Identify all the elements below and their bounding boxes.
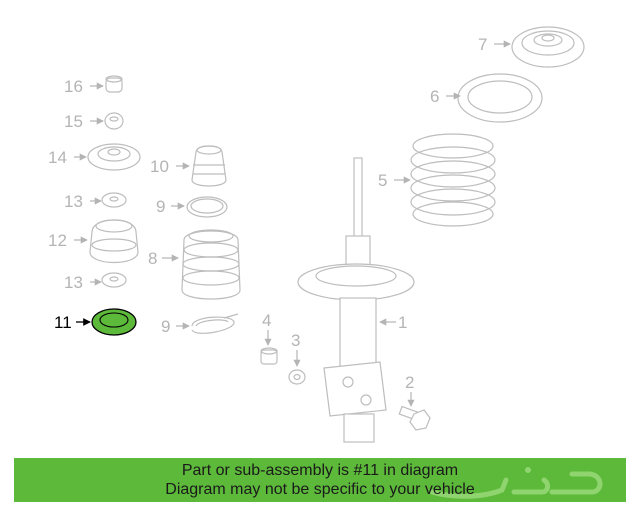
banner-line-1: Part or sub-assembly is #11 in diagram — [181, 462, 459, 479]
banner-line-2: Diagram may not be specific to your vehi… — [165, 481, 475, 498]
part-3-washer — [288, 369, 306, 385]
part-16-nut — [105, 75, 123, 93]
callout-11[interactable]: 11 — [54, 313, 72, 332]
callout-14[interactable]: 14 — [48, 148, 67, 167]
part-7-strut-mount — [511, 26, 585, 68]
callout-1[interactable]: 1 — [398, 313, 407, 332]
part-15-washer — [104, 112, 124, 130]
part-5-coil-spring — [410, 133, 496, 227]
callout-9-lower[interactable]: 9 — [161, 317, 170, 336]
callout-5[interactable]: 5 — [378, 171, 387, 190]
part-10-bump-stop — [191, 145, 227, 187]
callout-9-upper[interactable]: 9 — [156, 197, 165, 216]
part-2-bolt — [398, 405, 431, 431]
callout-7[interactable]: 7 — [478, 35, 487, 54]
part-1-strut — [297, 157, 415, 443]
callout-15[interactable]: 15 — [64, 112, 83, 131]
callout-6[interactable]: 6 — [430, 87, 439, 106]
part-12-bushing — [89, 219, 139, 263]
part-14-mount-plate — [87, 143, 141, 171]
callout-13-lower[interactable]: 13 — [64, 273, 83, 292]
callout-2[interactable]: 2 — [405, 373, 414, 392]
part-13-washer-lower — [101, 272, 127, 288]
callout-8[interactable]: 8 — [148, 249, 157, 268]
callout-13-upper[interactable]: 13 — [64, 192, 83, 211]
callout-12[interactable]: 12 — [48, 231, 67, 250]
callout-3[interactable]: 3 — [291, 331, 300, 350]
part-11-highlighted[interactable] — [91, 308, 137, 336]
info-banner: Part or sub-assembly is #11 in diagram D… — [14, 458, 626, 502]
part-13-washer-upper — [101, 192, 127, 208]
part-9-ring-upper — [186, 196, 228, 218]
haraj-logo-icon — [429, 467, 603, 499]
watermark-logo — [422, 462, 612, 507]
callout-10[interactable]: 10 — [150, 157, 169, 176]
callout-4[interactable]: 4 — [262, 311, 271, 330]
part-8-dust-boot — [181, 229, 241, 300]
part-9-clip-lower — [191, 313, 239, 334]
callout-16[interactable]: 16 — [64, 77, 83, 96]
part-6-spring-seat — [457, 73, 543, 123]
part-4-nut — [260, 347, 278, 365]
